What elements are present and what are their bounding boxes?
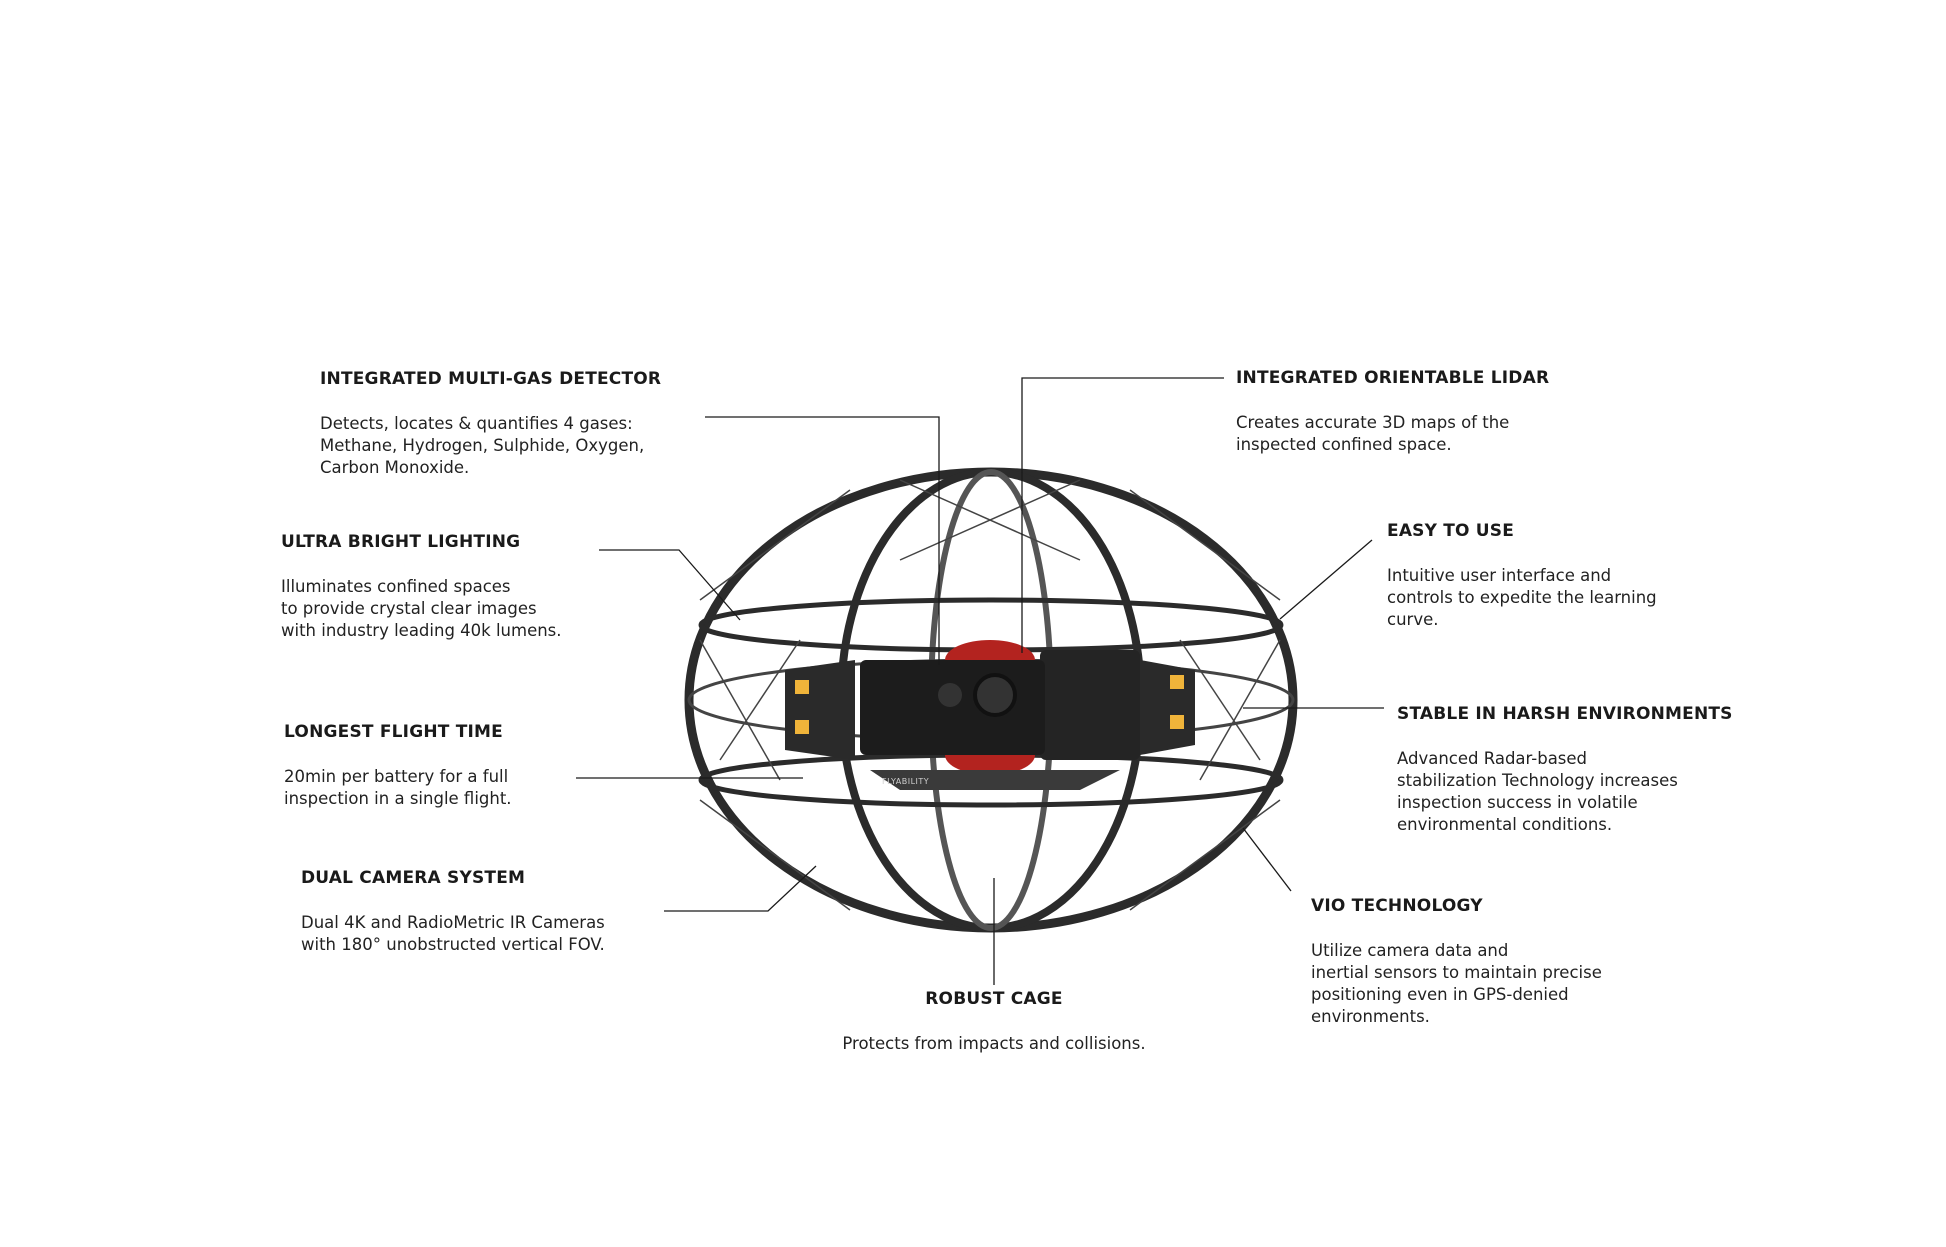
feature-title: INTEGRATED ORIENTABLE LIDAR [1236,368,1550,388]
feature-description: Intuitive user interface and controls to… [1387,566,1657,629]
feature-lighting: ULTRA BRIGHT LIGHTING Illuminates confin… [281,531,562,642]
feature-title: DUAL CAMERA SYSTEM [301,868,526,888]
feature-title: ULTRA BRIGHT LIGHTING [281,532,521,552]
feature-description: Advanced Radar-based stabilization Techn… [1397,749,1678,834]
feature-multi-gas-detector: INTEGRATED MULTI-GAS DETECTOR Detects, l… [320,368,661,479]
feature-description: Detects, locates & quantifies 4 gases: M… [320,414,645,477]
feature-title: INTEGRATED MULTI-GAS DETECTOR [320,369,662,389]
feature-robust-cage: ROBUST CAGE Protects from impacts and co… [794,988,1194,1055]
feature-flight-time: LONGEST FLIGHT TIME 20min per battery fo… [284,721,512,810]
feature-title: EASY TO USE [1387,521,1515,541]
feature-vio: VIO TECHNOLOGY Utilize camera data and i… [1311,895,1602,1028]
feature-description: 20min per battery for a full inspection … [284,767,512,808]
feature-title: LONGEST FLIGHT TIME [284,722,503,742]
drone-body: FLYABILITY [785,640,1195,790]
feature-lidar: INTEGRATED ORIENTABLE LIDAR Creates accu… [1236,367,1549,456]
feature-description: Protects from impacts and collisions. [842,1034,1146,1053]
feature-description: Dual 4K and RadioMetric IR Cameras with … [301,913,605,954]
feature-title: ROBUST CAGE [925,989,1063,1009]
feature-easy-to-use: EASY TO USE Intuitive user interface and… [1387,520,1657,631]
leader-lines [576,377,1384,985]
feature-description: Creates accurate 3D maps of the inspecte… [1236,413,1510,454]
drone-brand-label: FLYABILITY [882,777,929,786]
feature-description: Utilize camera data and inertial sensors… [1311,941,1602,1026]
feature-description: Illuminates confined spaces to provide c… [281,577,562,640]
feature-stable: STABLE IN HARSH ENVIRONMENTS Advanced Ra… [1397,703,1733,836]
feature-title: STABLE IN HARSH ENVIRONMENTS [1397,704,1733,724]
feature-dual-camera: DUAL CAMERA SYSTEM Dual 4K and RadioMetr… [301,867,605,956]
feature-title: VIO TECHNOLOGY [1311,896,1483,916]
